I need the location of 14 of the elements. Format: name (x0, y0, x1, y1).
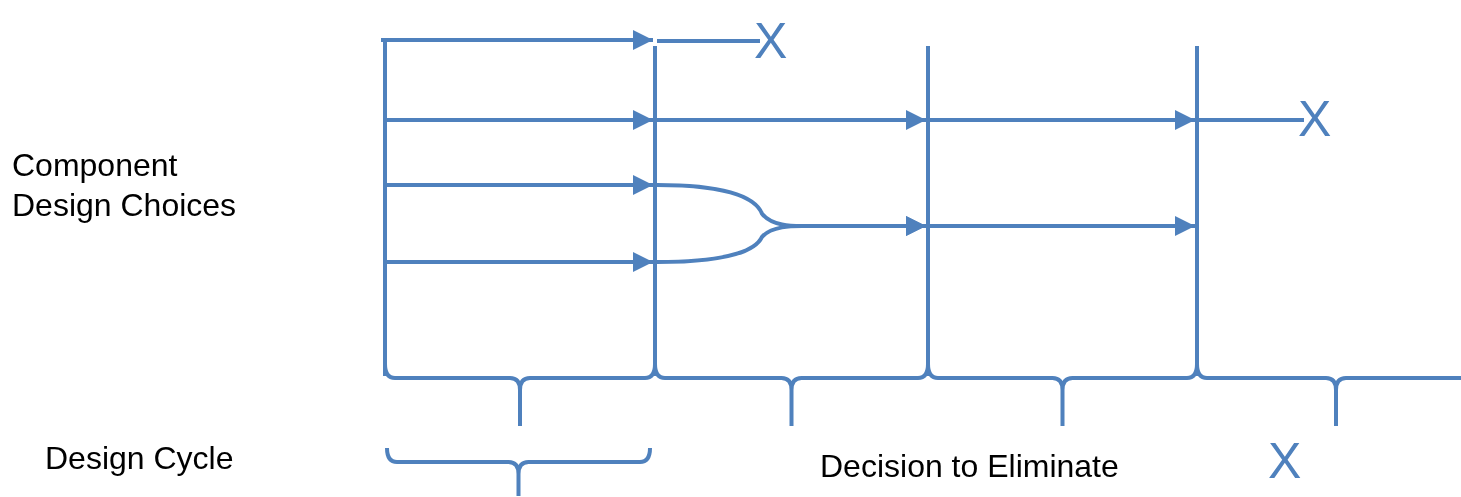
arrow (656, 216, 926, 264)
elimination-mark: X (754, 16, 788, 66)
arrow (930, 110, 1195, 130)
arrow (930, 216, 1195, 236)
elimination-mark: X (1298, 94, 1332, 144)
arrow (387, 175, 653, 195)
arrow (381, 30, 653, 50)
arrow (387, 110, 653, 130)
elimination-mark: X (1268, 436, 1302, 486)
axis-label: Design Cycle (45, 439, 234, 478)
arrow (657, 110, 926, 130)
arrow (387, 252, 653, 272)
note-label: Decision to Eliminate (820, 447, 1119, 486)
axis-label: Component Design Choices (12, 146, 238, 225)
